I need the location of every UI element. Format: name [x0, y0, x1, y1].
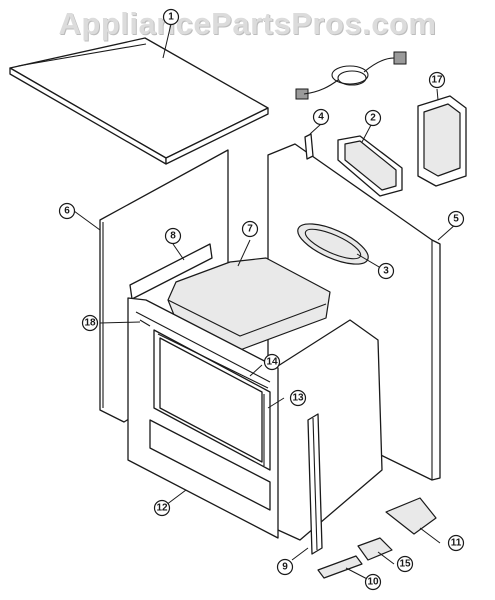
callout-5-label: 5: [453, 214, 459, 225]
callout-6-label: 6: [64, 206, 70, 217]
callout-15-label: 15: [399, 559, 411, 570]
callout-11-label: 11: [451, 538, 462, 549]
part-10-blade: [317, 555, 363, 579]
power-cord: [295, 51, 407, 100]
callout-9: 9: [276, 558, 294, 576]
callout-17: 17: [428, 71, 446, 89]
callout-7: 7: [241, 220, 259, 238]
callout-7-label: 7: [247, 224, 253, 235]
callout-17-label: 17: [431, 75, 443, 86]
part-1-top-panel: [9, 37, 269, 165]
callout-11: 11: [447, 534, 465, 552]
part-4-clip: [304, 133, 314, 160]
callout-14: 14: [263, 353, 281, 371]
part-2-vent-frame: [337, 135, 403, 197]
callout-5: 5: [447, 210, 465, 228]
callout-12: 12: [153, 499, 171, 517]
callout-10-label: 10: [367, 577, 379, 588]
callout-13-label: 13: [292, 393, 304, 404]
callout-3-label: 3: [383, 266, 389, 277]
part-9-channel: [307, 413, 323, 555]
callout-8: 8: [164, 227, 182, 245]
callout-15: 15: [396, 555, 414, 573]
callout-8-label: 8: [170, 231, 176, 242]
callout-10: 10: [364, 573, 382, 591]
callout-1: 1: [162, 8, 180, 26]
part-17-junction-box: [417, 95, 467, 187]
callout-2-label: 2: [370, 113, 376, 124]
callout-4-label: 4: [318, 112, 324, 123]
callout-6: 6: [58, 202, 76, 220]
part-11-bracket: [385, 497, 437, 535]
part-18-strip: [139, 319, 151, 327]
part-8-strip: [129, 243, 213, 300]
callout-13: 13: [289, 389, 307, 407]
callout-3: 3: [377, 262, 395, 280]
part-15-bracket: [357, 537, 393, 561]
part-12-front-panel: [127, 297, 279, 539]
callout-18: 18: [81, 314, 99, 332]
callout-4: 4: [312, 108, 330, 126]
callout-9-label: 9: [282, 562, 288, 573]
callout-18-label: 18: [84, 318, 96, 329]
callout-14-label: 14: [266, 357, 278, 368]
callout-2: 2: [364, 109, 382, 127]
callout-1-label: 1: [168, 12, 174, 23]
callout-12-label: 12: [156, 503, 168, 514]
part-14-strip: [157, 333, 269, 389]
